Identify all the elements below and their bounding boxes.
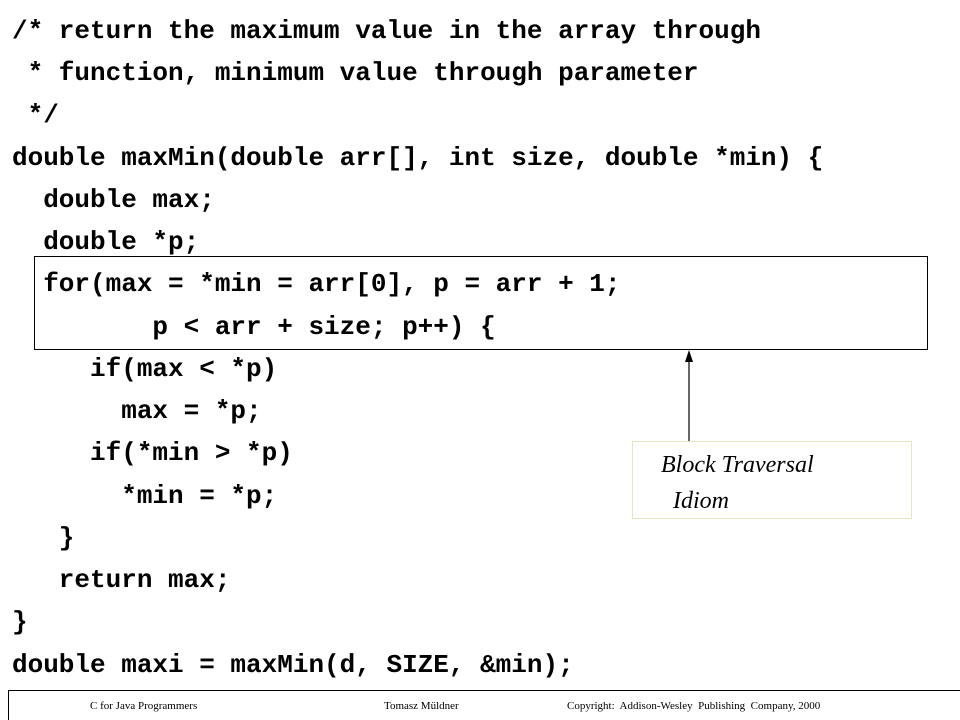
code-line-4: double maxMin(double arr[], int size, do… (12, 143, 824, 173)
footer-center-text: Tomasz Müldner (384, 700, 459, 712)
code-line-5: double max; (12, 185, 215, 215)
code-line-13: } (12, 523, 75, 553)
code-line-3: */ (12, 100, 59, 130)
code-line-7: for(max = *min = arr[0], p = arr + 1; (12, 269, 621, 299)
code-line-12: *min = *p; (12, 481, 278, 511)
code-line-14: return max; (12, 565, 231, 595)
code-line-9: if(max < *p) (12, 354, 278, 384)
callout-box: Block Traversal Idiom (632, 441, 912, 519)
code-line-8: p < arr + size; p++) { (12, 312, 496, 342)
for-loop-highlight-box (34, 256, 928, 350)
footer-left-rule (8, 690, 9, 720)
code-line-11: if(*min > *p) (12, 438, 293, 468)
code-line-16: double maxi = maxMin(d, SIZE, &min); (12, 650, 574, 680)
code-line-1: /* return the maximum value in the array… (12, 16, 761, 46)
callout-line-1: Block Traversal (661, 452, 814, 478)
code-line-2: * function, minimum value through parame… (12, 58, 699, 88)
callout-line-2: Idiom (673, 488, 729, 514)
footer-left-text: C for Java Programmers (90, 700, 198, 712)
footer-rule (8, 690, 960, 691)
code-line-10: max = *p; (12, 396, 262, 426)
footer-right-text: Copyright: Addison-Wesley Publishing Com… (567, 700, 821, 712)
code-line-6: double *p; (12, 227, 200, 257)
code-line-15: } (12, 607, 28, 637)
